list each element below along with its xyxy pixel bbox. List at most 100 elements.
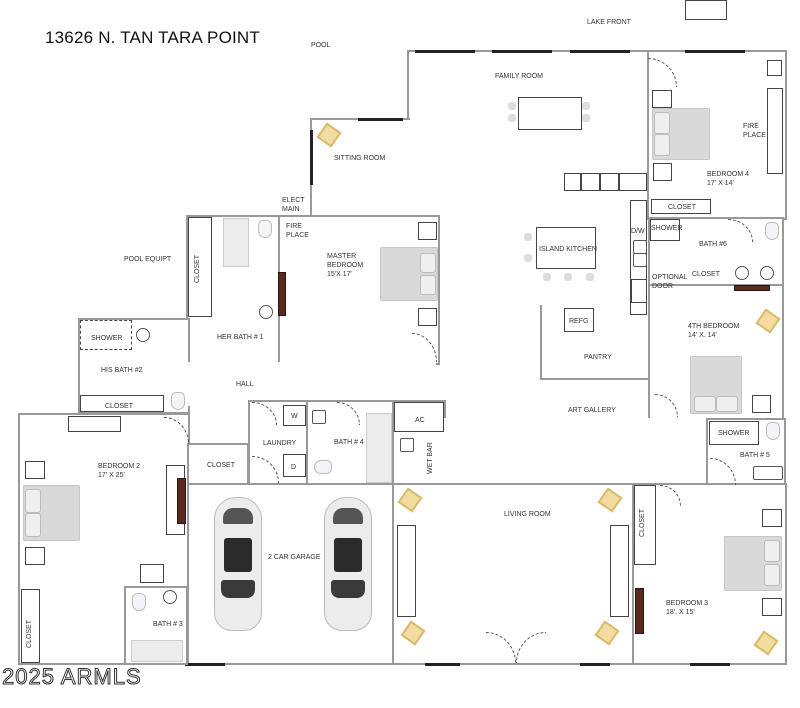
garage-label: 2 CAR GARAGE xyxy=(268,554,321,561)
bedroom4-closet-label: CLOSET xyxy=(668,204,697,211)
bedroom4-bed-icon xyxy=(652,108,710,160)
bedroom2-bed-icon xyxy=(23,485,80,541)
window xyxy=(415,50,475,53)
window xyxy=(358,118,403,121)
nightstand xyxy=(418,222,437,240)
bath5-toilet xyxy=(766,422,780,440)
nightstand xyxy=(652,90,672,108)
bath6-sink xyxy=(760,266,774,280)
bedroom2-closet xyxy=(21,589,40,663)
car-icon xyxy=(214,497,262,631)
bath3-toilet xyxy=(132,593,146,611)
window xyxy=(690,663,730,666)
fireplace-line1: FIRE xyxy=(286,223,302,230)
bath5-sink xyxy=(753,466,783,480)
elect-main-line2: MAIN xyxy=(282,206,300,213)
dining-table xyxy=(518,97,582,130)
laundry-label: LAUNDRY xyxy=(263,440,297,447)
bath6-closet-label: CLOSET xyxy=(692,271,721,278)
fourth-bedroom-dims: 14' X. 14' xyxy=(688,332,717,339)
island-kitchen-label: ISLAND KITCHEN xyxy=(539,246,597,253)
ac-closet xyxy=(394,402,444,432)
nightstand xyxy=(25,547,45,565)
watermark: 2025 ARMLS xyxy=(2,664,142,690)
master-bedroom-dims: 15'X 17' xyxy=(327,271,352,278)
car-icon xyxy=(324,497,372,631)
her-closet-label: CLOSET xyxy=(194,254,201,283)
bedroom4-name: BEDROOM 4 xyxy=(707,171,750,178)
kitchen-cabinet xyxy=(619,173,647,191)
bedroom3-label: BEDROOM 3 18'. X 15' xyxy=(666,599,708,617)
fireplace-line2: PLACE xyxy=(743,132,766,139)
kitchen-sink xyxy=(633,240,647,254)
his-shower-label: SHOWER xyxy=(91,335,123,342)
hall-walls xyxy=(186,362,436,406)
kitchen-cabinet xyxy=(600,173,619,191)
nightstand xyxy=(767,60,782,76)
his-bath-label: HIS BATH #2 xyxy=(101,367,143,374)
bedroom3-closet xyxy=(634,485,656,565)
dining-chair xyxy=(508,114,516,122)
bedroom3-fireplace xyxy=(635,588,644,634)
hall-closet-label: CLOSET xyxy=(207,462,236,469)
bath3-label: BATH # 3 xyxy=(153,621,183,628)
washer xyxy=(283,405,306,426)
nightstand xyxy=(762,509,782,527)
hall-label: HALL xyxy=(236,381,254,388)
window xyxy=(310,130,313,185)
bedroom2-label: BEDROOM 2 17' X 25' xyxy=(98,462,140,480)
his-closet xyxy=(80,395,164,412)
bedroom2-closet-label: CLOSET xyxy=(26,619,33,648)
bedroom2-name: BEDROOM 2 xyxy=(98,463,141,470)
window xyxy=(425,663,460,666)
sofa xyxy=(610,525,629,617)
bath5-shower xyxy=(709,421,759,445)
bar-stool xyxy=(543,273,551,281)
window xyxy=(685,50,745,53)
bath5-label: BATH # 5 xyxy=(740,452,770,459)
bath6-closet xyxy=(685,0,727,20)
kitchen-island xyxy=(536,227,596,269)
bedroom2-fireplace xyxy=(177,478,186,524)
her-bath-tub xyxy=(223,218,249,267)
bath4-tub xyxy=(366,413,392,483)
master-bedroom-line2: BEDROOM xyxy=(327,262,364,269)
her-bath-sink xyxy=(259,305,273,319)
plan-title: 13626 N. TAN TARA POINT xyxy=(45,28,260,47)
her-bath-label: HER BATH # 1 xyxy=(217,334,264,341)
bedroom3-closet-label: CLOSET xyxy=(639,508,646,537)
optional-door-line2: DOOR xyxy=(652,283,673,290)
bath4-toilet xyxy=(314,460,332,474)
washer-label: W xyxy=(291,413,298,420)
nightstand xyxy=(752,395,771,413)
his-closet-label: CLOSET xyxy=(105,403,134,410)
bath4-sink xyxy=(312,410,326,424)
kitchen-walls xyxy=(540,305,650,380)
bar-stool xyxy=(586,273,594,281)
elect-main-line1: ELECT xyxy=(282,197,305,204)
master-bed-icon xyxy=(380,247,438,301)
bedroom3-dims: 18'. X 15' xyxy=(666,609,695,616)
fourth-bedroom-fireplace xyxy=(734,285,770,291)
his-bath-sink xyxy=(136,328,150,342)
ac-label: AC xyxy=(415,417,425,424)
bedroom4-fireplace xyxy=(767,88,783,174)
bedroom4-closet xyxy=(651,199,711,214)
pantry-label: PANTRY xyxy=(584,354,612,361)
window xyxy=(185,663,225,666)
stove-icon xyxy=(631,279,647,303)
nightstand xyxy=(762,598,782,616)
kitchen-cabinet xyxy=(581,173,600,191)
his-bath-toilet xyxy=(171,392,185,410)
kitchen-sink xyxy=(633,253,647,267)
refrigerator-label: REFG xyxy=(569,318,589,325)
bedroom3-name: BEDROOM 3 xyxy=(666,600,709,607)
dryer-label: D xyxy=(291,464,297,471)
kitchen-cabinet xyxy=(564,173,581,191)
her-bath-toilet xyxy=(258,220,272,238)
bedroom2-dims: 17' X 25' xyxy=(98,472,125,479)
